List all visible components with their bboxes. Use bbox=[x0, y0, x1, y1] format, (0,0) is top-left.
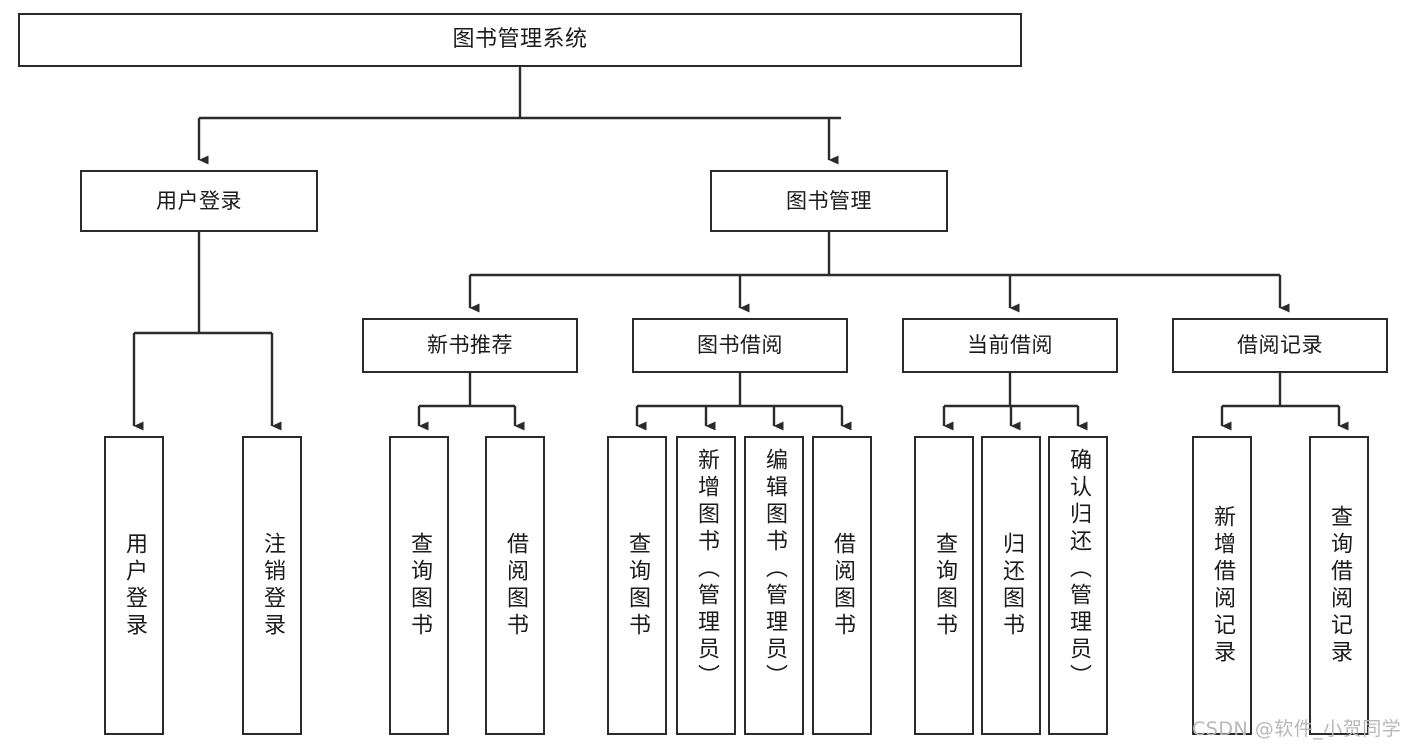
leaf-confirm-return-admin[interactable]: 确认归还（管理员） bbox=[1048, 436, 1108, 735]
node-label: 当前借阅 bbox=[967, 333, 1053, 358]
node-root-book-management-system[interactable]: 图书管理系统 bbox=[18, 13, 1022, 67]
leaf-add-borrow-record[interactable]: 新增借阅记录 bbox=[1192, 436, 1252, 735]
node-label: 注销登录 bbox=[260, 531, 285, 640]
node-label: 新增图书（管理员） bbox=[694, 448, 719, 691]
node-label: 编辑图书（管理员） bbox=[762, 448, 787, 691]
node-user-login[interactable]: 用户登录 bbox=[80, 170, 318, 232]
leaf-query-borrow-record[interactable]: 查询借阅记录 bbox=[1309, 436, 1369, 735]
node-label: 确认归还（管理员） bbox=[1066, 448, 1091, 691]
node-label: 借阅图书 bbox=[503, 531, 528, 640]
leaf-borrow-book-recommend[interactable]: 借阅图书 bbox=[485, 436, 545, 735]
node-label: 查询图书 bbox=[407, 531, 432, 640]
node-label: 新书推荐 bbox=[427, 333, 513, 358]
leaf-query-book-current[interactable]: 查询图书 bbox=[914, 436, 974, 735]
node-borrow-record[interactable]: 借阅记录 bbox=[1172, 318, 1388, 373]
leaf-user-login[interactable]: 用户登录 bbox=[104, 436, 164, 735]
node-label: 图书管理 bbox=[786, 188, 872, 213]
csdn-watermark: CSDN @软件_小贺同学 bbox=[1192, 718, 1402, 740]
node-label: 借阅记录 bbox=[1237, 333, 1323, 358]
node-label: 归还图书 bbox=[999, 531, 1024, 640]
node-label: 借阅图书 bbox=[830, 531, 855, 640]
node-label: 查询图书 bbox=[932, 531, 957, 640]
node-label: 新增借阅记录 bbox=[1210, 504, 1235, 667]
node-new-book-recommend[interactable]: 新书推荐 bbox=[362, 318, 578, 373]
leaf-query-book-recommend[interactable]: 查询图书 bbox=[389, 436, 449, 735]
node-label: 图书借阅 bbox=[697, 333, 783, 358]
node-label: 查询图书 bbox=[625, 531, 650, 640]
node-book-management[interactable]: 图书管理 bbox=[710, 170, 948, 232]
leaf-query-book-borrow[interactable]: 查询图书 bbox=[607, 436, 667, 735]
node-current-borrow[interactable]: 当前借阅 bbox=[902, 318, 1118, 373]
node-label: 用户登录 bbox=[156, 188, 242, 213]
node-label: 查询借阅记录 bbox=[1327, 504, 1352, 667]
leaf-borrow-book[interactable]: 借阅图书 bbox=[812, 436, 872, 735]
leaf-logout-login[interactable]: 注销登录 bbox=[242, 436, 302, 735]
node-label: 用户登录 bbox=[122, 531, 147, 640]
node-label: 图书管理系统 bbox=[452, 27, 588, 53]
node-book-borrow[interactable]: 图书借阅 bbox=[632, 318, 848, 373]
leaf-edit-book-admin[interactable]: 编辑图书（管理员） bbox=[744, 436, 804, 735]
leaf-return-book[interactable]: 归还图书 bbox=[981, 436, 1041, 735]
leaf-add-book-admin[interactable]: 新增图书（管理员） bbox=[676, 436, 736, 735]
